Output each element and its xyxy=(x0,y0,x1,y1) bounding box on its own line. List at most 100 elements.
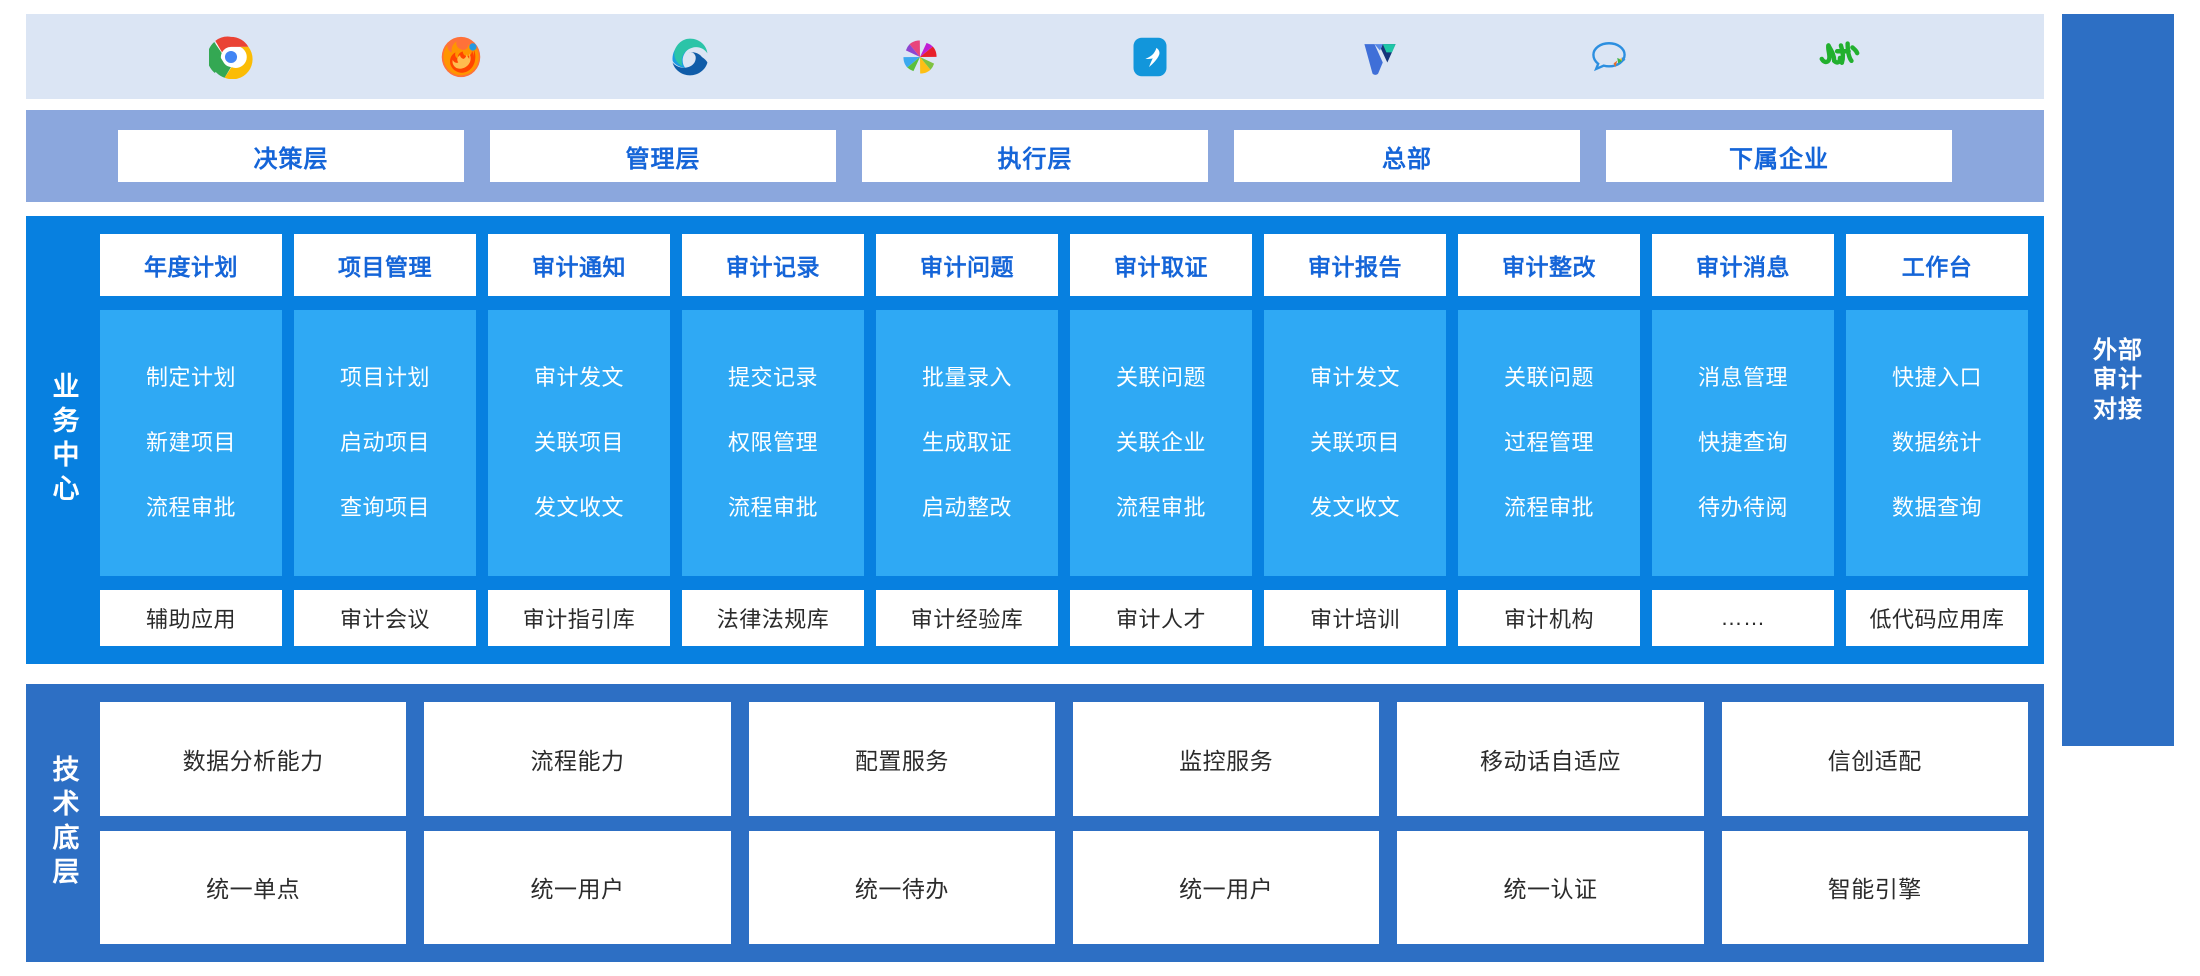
aux-chip-guideline-lib[interactable]: 审计指引库 xyxy=(488,590,670,646)
technical-row-unified: 统一单点 统一用户 统一待办 统一用户 统一认证 智能引擎 xyxy=(100,830,2028,944)
tech-chip-mobile-adapt[interactable]: 移动话自适应 xyxy=(1397,702,1704,816)
auxiliary-apps-row: 辅助应用 审计会议 审计指引库 法律法规库 审计经验库 审计人才 审计培训 审计… xyxy=(100,590,2028,646)
tech-chip-workflow[interactable]: 流程能力 xyxy=(424,702,731,816)
main-column: 决策层 管理层 执行层 总部 下属企业 业务中心 年度计划 项目管理 审计通知 … xyxy=(26,14,2044,962)
tech-chip-unified-todo[interactable]: 统一待办 xyxy=(748,830,1055,944)
sub-item[interactable]: 发文收文 xyxy=(1309,495,1400,520)
module-subs-audit-message: 消息管理 快捷查询 待办待阅 xyxy=(1652,310,1834,576)
aux-chip-audit-meeting[interactable]: 审计会议 xyxy=(294,590,476,646)
technical-row-capabilities: 数据分析能力 流程能力 配置服务 监控服务 移动话自适应 信创适配 xyxy=(100,702,2028,816)
sub-item[interactable]: 流程审批 xyxy=(727,495,818,520)
module-subs-audit-record: 提交记录 权限管理 流程审批 xyxy=(682,310,864,576)
aux-chip-experience-lib[interactable]: 审计经验库 xyxy=(876,590,1058,646)
tech-chip-config-service[interactable]: 配置服务 xyxy=(748,702,1055,816)
module-head-audit-issue[interactable]: 审计问题 xyxy=(876,234,1058,296)
tech-chip-unified-user-1[interactable]: 统一用户 xyxy=(424,830,731,944)
technical-side-label: 技术底层 xyxy=(48,755,79,891)
business-center-side-label: 业务中心 xyxy=(48,372,79,508)
dingtalk-icon[interactable] xyxy=(1127,34,1173,80)
tech-chip-monitor-service[interactable]: 监控服务 xyxy=(1072,702,1380,816)
technical-base-section: 技术底层 数据分析能力 流程能力 配置服务 监控服务 移动话自适应 信创适配 统… xyxy=(26,684,2044,962)
aux-chip-lowcode-lib[interactable]: 低代码应用库 xyxy=(1846,590,2028,646)
business-center-side-label-wrap: 业务中心 xyxy=(26,234,100,646)
tech-chip-unified-sso[interactable]: 统一单点 xyxy=(100,830,407,944)
sub-item[interactable]: 提交记录 xyxy=(727,365,818,390)
chrome-icon[interactable] xyxy=(208,34,254,80)
business-center-grid: 年度计划 项目管理 审计通知 审计记录 审计问题 审计取证 审计报告 审计整改 … xyxy=(100,234,2028,646)
sub-item[interactable]: 制定计划 xyxy=(145,365,236,390)
sub-item[interactable]: 消息管理 xyxy=(1697,365,1788,390)
sub-item[interactable]: 快捷查询 xyxy=(1697,430,1788,455)
tech-chip-smart-engine[interactable]: 智能引擎 xyxy=(1721,830,2028,944)
green-logo-icon[interactable] xyxy=(1816,34,1862,80)
org-chip-management[interactable]: 管理层 xyxy=(490,130,836,182)
sub-item[interactable]: 待办待阅 xyxy=(1697,495,1788,520)
org-chip-decision[interactable]: 决策层 xyxy=(118,130,464,182)
module-head-audit-evidence[interactable]: 审计取证 xyxy=(1070,234,1252,296)
sub-item[interactable]: 流程审批 xyxy=(1503,495,1594,520)
module-head-audit-record[interactable]: 审计记录 xyxy=(682,234,864,296)
sub-item[interactable]: 查询项目 xyxy=(339,495,430,520)
module-head-workbench[interactable]: 工作台 xyxy=(1846,234,2028,296)
module-head-audit-report[interactable]: 审计报告 xyxy=(1264,234,1446,296)
sub-item[interactable]: 过程管理 xyxy=(1503,430,1594,455)
edge-icon[interactable] xyxy=(667,34,713,80)
firefox-icon[interactable] xyxy=(438,34,484,80)
module-subs-audit-rectify: 关联问题 过程管理 流程审批 xyxy=(1458,310,1640,576)
module-head-audit-message[interactable]: 审计消息 xyxy=(1652,234,1834,296)
sub-item[interactable]: 数据查询 xyxy=(1891,495,1982,520)
sub-item[interactable]: 生成取证 xyxy=(921,430,1012,455)
module-subs-project-mgmt: 项目计划 启动项目 查询项目 xyxy=(294,310,476,576)
organization-level-bar: 决策层 管理层 执行层 总部 下属企业 xyxy=(26,110,2044,202)
aux-chip-law-lib[interactable]: 法律法规库 xyxy=(682,590,864,646)
aux-chip-audit-org[interactable]: 审计机构 xyxy=(1458,590,1640,646)
org-chip-execution[interactable]: 执行层 xyxy=(862,130,1208,182)
module-subs-audit-evidence: 关联问题 关联企业 流程审批 xyxy=(1070,310,1252,576)
aux-chip-audit-training[interactable]: 审计培训 xyxy=(1264,590,1446,646)
aux-chip-more[interactable]: …… xyxy=(1652,590,1834,646)
module-head-project-mgmt[interactable]: 项目管理 xyxy=(294,234,476,296)
module-head-annual-plan[interactable]: 年度计划 xyxy=(100,234,282,296)
tech-chip-xinchuang-adapt[interactable]: 信创适配 xyxy=(1721,702,2028,816)
module-head-row: 年度计划 项目管理 审计通知 审计记录 审计问题 审计取证 审计报告 审计整改 … xyxy=(100,234,2028,296)
sub-item[interactable]: 数据统计 xyxy=(1891,430,1982,455)
aux-chip-assist-app[interactable]: 辅助应用 xyxy=(100,590,282,646)
sub-item[interactable]: 权限管理 xyxy=(727,430,818,455)
external-audit-panel[interactable]: 外部审计对接 xyxy=(2062,14,2174,746)
sub-item[interactable]: 发文收文 xyxy=(533,495,624,520)
module-subs-audit-issue: 批量录入 生成取证 启动整改 xyxy=(876,310,1058,576)
sub-item[interactable]: 关联企业 xyxy=(1115,430,1206,455)
sub-item[interactable]: 项目计划 xyxy=(339,365,430,390)
tech-chip-data-analysis[interactable]: 数据分析能力 xyxy=(100,702,407,816)
client-access-bar xyxy=(26,14,2044,99)
360-browser-icon[interactable] xyxy=(897,34,943,80)
tech-chip-unified-auth[interactable]: 统一认证 xyxy=(1397,830,1704,944)
sub-item[interactable]: 批量录入 xyxy=(921,365,1012,390)
sub-item[interactable]: 关联项目 xyxy=(533,430,624,455)
sub-item[interactable]: 流程审批 xyxy=(1115,495,1206,520)
tech-chip-unified-user-2[interactable]: 统一用户 xyxy=(1072,830,1380,944)
business-center-section: 业务中心 年度计划 项目管理 审计通知 审计记录 审计问题 审计取证 审计报告 … xyxy=(26,216,2044,664)
sub-item[interactable]: 流程审批 xyxy=(145,495,236,520)
technical-grid: 数据分析能力 流程能力 配置服务 监控服务 移动话自适应 信创适配 统一单点 统… xyxy=(100,702,2028,944)
sub-item[interactable]: 关联问题 xyxy=(1115,365,1206,390)
aux-chip-audit-talent[interactable]: 审计人才 xyxy=(1070,590,1252,646)
chat-bubble-icon[interactable] xyxy=(1586,34,1632,80)
org-chip-headquarters[interactable]: 总部 xyxy=(1234,130,1580,182)
sub-item[interactable]: 审计发文 xyxy=(1309,365,1400,390)
module-head-audit-rectify[interactable]: 审计整改 xyxy=(1458,234,1640,296)
org-chip-subsidiary[interactable]: 下属企业 xyxy=(1606,130,1952,182)
sub-item[interactable]: 启动整改 xyxy=(921,495,1012,520)
module-subs-workbench: 快捷入口 数据统计 数据查询 xyxy=(1846,310,2028,576)
sub-item[interactable]: 快捷入口 xyxy=(1891,365,1982,390)
sub-item[interactable]: 审计发文 xyxy=(533,365,624,390)
module-head-audit-notice[interactable]: 审计通知 xyxy=(488,234,670,296)
sub-item[interactable]: 关联项目 xyxy=(1309,430,1400,455)
module-subs-audit-report: 审计发文 关联项目 发文收文 xyxy=(1264,310,1446,576)
welink-icon[interactable] xyxy=(1357,34,1403,80)
sub-item[interactable]: 新建项目 xyxy=(145,430,236,455)
sub-item[interactable]: 关联问题 xyxy=(1503,365,1594,390)
external-audit-label: 外部审计对接 xyxy=(2093,337,2143,423)
sub-item[interactable]: 启动项目 xyxy=(339,430,430,455)
